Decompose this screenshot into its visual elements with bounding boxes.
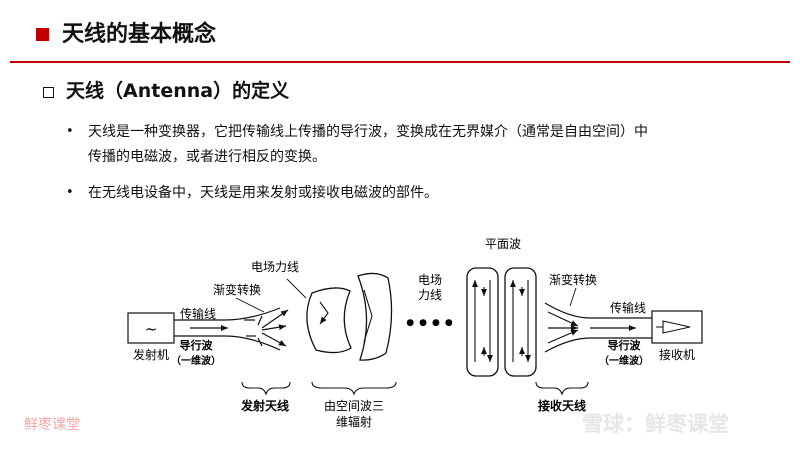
guided-wave-sub-right: （一维波）	[599, 354, 649, 367]
bullet-1-line-1: 天线是一种变换器，它把传输线上传播的导行波，变换成在无界媒介（通常是自由空间）中	[88, 124, 648, 140]
wavefront-1	[306, 287, 352, 354]
bullet-marker: •	[66, 185, 74, 200]
section-title: 天线（Antenna）的定义	[66, 80, 290, 102]
title-bar: 天线的基本概念	[0, 0, 800, 63]
right-transmission-line	[544, 302, 652, 353]
plane-wave-fronts	[466, 267, 537, 377]
space-wave-label-2: 维辐射	[336, 414, 372, 429]
bullet-2-line-1: 在无线电设备中，天线是用来发射或接收电磁波的部件。	[88, 185, 438, 201]
wavefronts	[306, 272, 393, 361]
left-transmission-line	[174, 307, 289, 351]
field-pointer	[286, 278, 307, 299]
guided-wave-label-left: 导行波	[180, 338, 214, 352]
transmitter-box	[127, 312, 175, 344]
taper-label-left: 渐变转换	[213, 282, 261, 297]
taper-label-right: 渐变转换	[549, 272, 597, 287]
guided-wave-sub-left: （一维波）	[171, 354, 221, 367]
plane-wave-front-1	[466, 267, 499, 377]
receiver-label: 接收机	[659, 347, 695, 362]
tx-antenna-label: 发射天线	[240, 398, 289, 413]
taper-pointer-right	[569, 287, 577, 307]
propagation-dots: ●●●●	[406, 318, 457, 328]
rx-antenna-label: 接收天线	[538, 398, 586, 413]
source-symbol: ~	[145, 320, 158, 338]
receiver-icon	[656, 320, 691, 334]
bullet-marker: •	[66, 124, 74, 139]
plane-wave-front-2	[504, 267, 537, 377]
field-lines-label: 电场力线	[251, 260, 299, 274]
electric-field-label-2: 力线	[418, 288, 442, 302]
watermark-left: 鲜枣课堂	[24, 417, 80, 433]
watermark-right: 雪球：鲜枣课堂	[582, 412, 729, 436]
guided-wave-label-right: 导行波	[608, 338, 642, 352]
transmission-line-label-left: 传输线	[180, 306, 216, 321]
transmitter-label: 发射机	[133, 347, 169, 362]
section-square-icon	[43, 87, 54, 98]
transmission-line-label-right: 传输线	[610, 300, 646, 315]
title-marker	[36, 28, 49, 41]
space-wave-label-1: 由空间波三	[324, 399, 384, 413]
slide-title: 天线的基本概念	[62, 22, 217, 47]
bullet-1-line-2: 传播的电磁波，或者进行相反的变换。	[88, 149, 326, 165]
electric-field-label-1: 电场	[418, 273, 442, 287]
title-divider	[10, 61, 790, 63]
plane-wave-label: 平面波	[485, 237, 521, 251]
region-braces	[241, 381, 589, 396]
taper-pointer-left	[235, 297, 265, 313]
wavefront-2	[357, 272, 393, 361]
